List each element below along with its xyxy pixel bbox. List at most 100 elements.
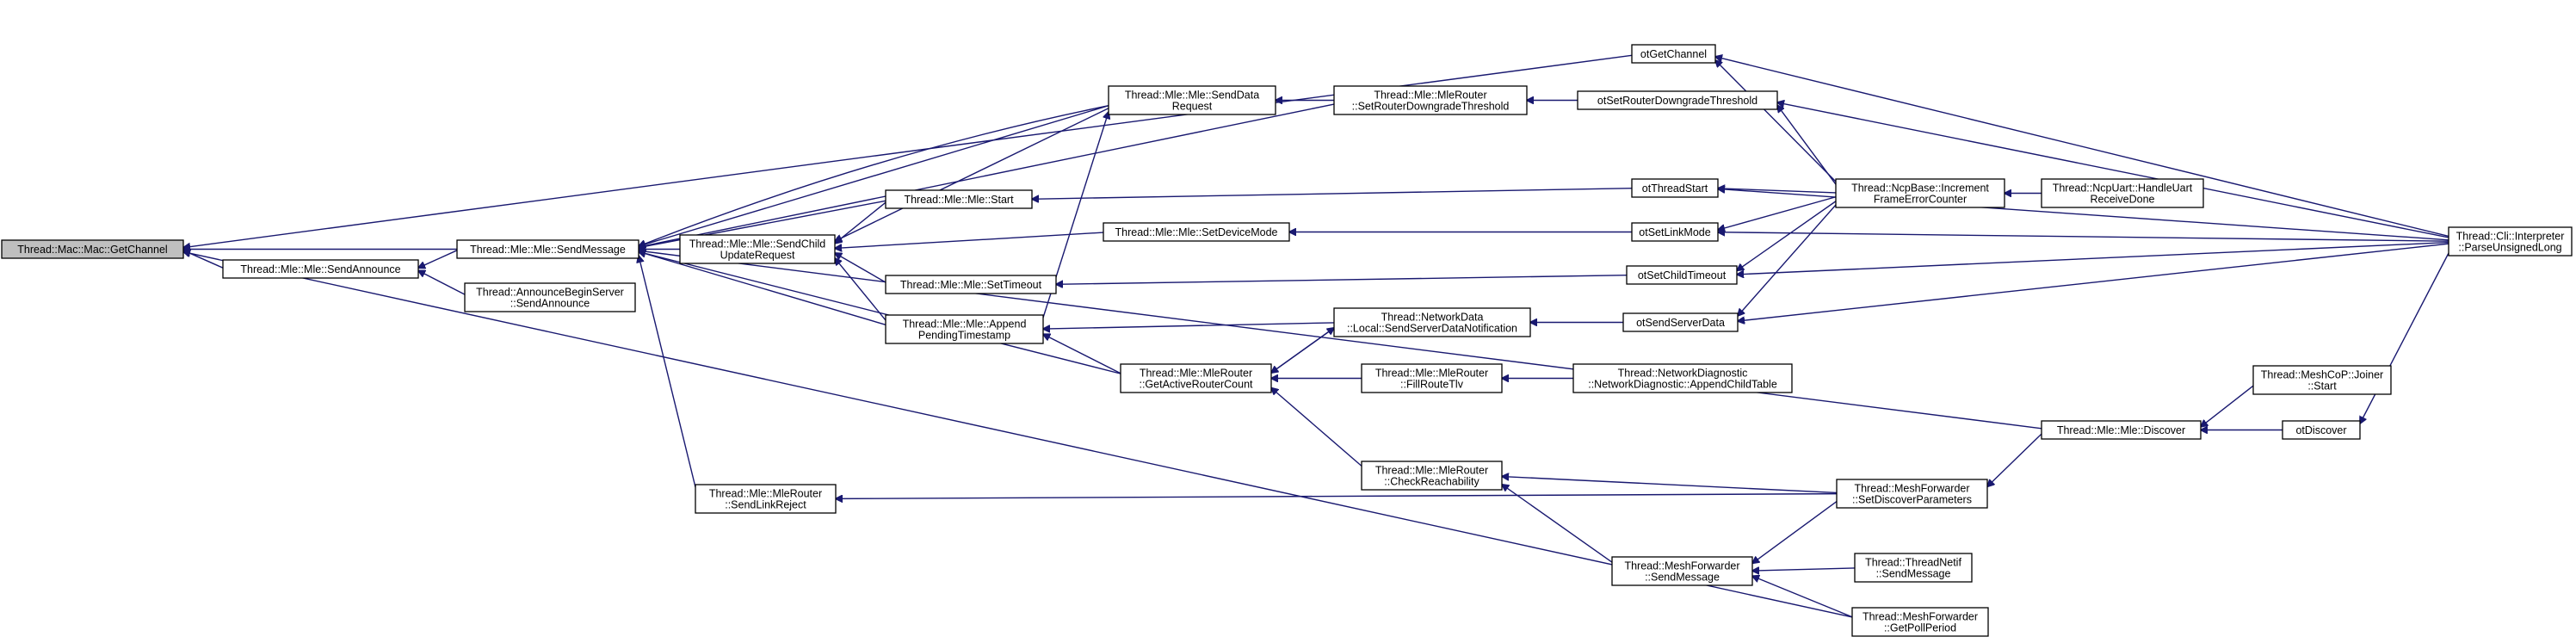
node-box — [1108, 85, 1276, 115]
edge-cli_parse-to-otsendserverdata — [1738, 243, 2449, 321]
node-settimeout[interactable]: Thread::Mle::Mle::SetTimeout — [885, 275, 1057, 294]
edge-senddatarequest-to-sendmessage — [639, 105, 1109, 246]
node-otdiscover[interactable]: otDiscover — [2282, 420, 2361, 440]
edge-mf_sendmessage-to-checkreach — [1502, 485, 1613, 563]
node-setdiscoverparams[interactable]: Thread::MeshForwarder::SetDiscoverParame… — [1836, 479, 1988, 509]
edge-sendlinkreject-to-sendmessage — [639, 256, 696, 488]
node-box — [695, 484, 837, 514]
node-sendlinkreject[interactable]: Thread::Mle::MleRouter::SendLinkReject — [695, 484, 837, 514]
node-label: Thread::MeshForwarder — [1863, 611, 1978, 623]
node-label: Thread::Mac::Mac::GetChannel — [17, 244, 167, 256]
node-mle_start[interactable]: Thread::Mle::Mle::Start — [885, 189, 1033, 209]
node-joiner_start[interactable]: Thread::MeshCoP::Joiner::Start — [2252, 365, 2392, 395]
node-label: Thread::NetworkData — [1381, 312, 1484, 324]
node-getpollperiod[interactable]: Thread::MeshForwarder::GetPollPeriod — [1851, 607, 1989, 637]
node-box — [1836, 479, 1988, 509]
node-box — [1631, 178, 1719, 198]
node-otsetchildtimeout[interactable]: otSetChildTimeout — [1626, 265, 1738, 285]
node-abs_sendannounce[interactable]: Thread::AnnounceBeginServer::SendAnnounc… — [464, 282, 636, 312]
node-label: otSetLinkMode — [1639, 226, 1710, 238]
edge-joiner_start-to-mle_discover — [2201, 385, 2254, 427]
edge-cli_parse-to-otsetrouterdowngrade — [1777, 102, 2449, 238]
edge-appendpending-to-sendmessage — [639, 251, 886, 325]
node-box — [2282, 420, 2361, 440]
node-label: FrameErrorCounter — [1874, 194, 1967, 206]
node-getchannel[interactable]: Thread::Mac::Mac::GetChannel — [1, 239, 184, 259]
node-sendmessage[interactable]: Thread::Mle::Mle::SendMessage — [456, 239, 639, 259]
node-box — [2448, 226, 2573, 257]
node-sendserverdata[interactable]: Thread::NetworkData::Local::SendServerDa… — [1333, 307, 1531, 337]
node-label: ::SendAnnounce — [510, 298, 590, 310]
node-mle_discover[interactable]: Thread::Mle::Mle::Discover — [2041, 420, 2202, 440]
node-appendchildtable[interactable]: Thread::NetworkDiagnostic::NetworkDiagno… — [1572, 363, 1793, 393]
edge-ncpincrement-to-otsetchildtimeout — [1737, 201, 1837, 271]
node-ncpincrement[interactable]: Thread::NcpBase::IncrementFrameErrorCoun… — [1835, 178, 2005, 208]
node-label: ::SendMessage — [1876, 568, 1951, 580]
node-label: Thread::Mle::Mle::SendAnnounce — [240, 263, 400, 275]
node-label: Thread::Mle::Mle::Append — [903, 318, 1027, 331]
node-label: Thread::Mle::MleRouter — [709, 488, 822, 500]
node-getactiverouter[interactable]: Thread::Mle::MleRouter::GetActiveRouterC… — [1120, 363, 1272, 393]
node-box — [679, 234, 836, 264]
node-otsendserverdata[interactable]: otSendServerData — [1622, 312, 1739, 332]
node-label: Thread::AnnounceBeginServer — [476, 287, 624, 299]
node-tn_sendmessage[interactable]: Thread::ThreadNetif::SendMessage — [1854, 553, 1973, 583]
node-otsetlinkmode[interactable]: otSetLinkMode — [1631, 222, 1719, 242]
node-box — [1631, 44, 1716, 64]
node-label: ::SetDiscoverParameters — [1852, 494, 1972, 506]
node-box — [456, 239, 639, 259]
node-layer: Thread::Mac::Mac::GetChannelThread::Mle:… — [1, 44, 2573, 637]
node-box — [1120, 363, 1272, 393]
edge-senddatarequest-to-sendchildupdate — [835, 108, 1109, 242]
node-box — [1854, 553, 1973, 583]
node-label: UpdateRequest — [720, 250, 795, 262]
node-label: Thread::Mle::Mle::SetTimeout — [900, 279, 1042, 291]
node-box — [1333, 85, 1528, 115]
node-sendannounce[interactable]: Thread::Mle::Mle::SendAnnounce — [222, 259, 419, 279]
edge-getactiverouter-to-sendserverdata — [1270, 328, 1334, 374]
node-fillroutetlv[interactable]: Thread::Mle::MleRouter::FillRouteTlv — [1361, 363, 1503, 393]
edge-cli_parse-to-otsetlinkmode — [1718, 232, 2449, 242]
node-box — [2041, 420, 2202, 440]
node-label: Thread::Mle::MleRouter — [1374, 90, 1486, 102]
node-checkreach[interactable]: Thread::Mle::MleRouter::CheckReachabilit… — [1361, 461, 1503, 491]
edge-ncpincrement-to-otsendserverdata — [1738, 204, 1837, 316]
node-label: otSendServerData — [1636, 317, 1725, 329]
edge-tn_sendmessage-to-mf_sendmessage — [1752, 568, 1856, 571]
node-box — [1835, 178, 2005, 208]
edge-getactiverouter-to-appendpending — [1043, 334, 1121, 374]
node-label: Thread::Mle::MleRouter — [1140, 368, 1252, 380]
node-setdevicemode[interactable]: Thread::Mle::Mle::SetDeviceMode — [1103, 222, 1290, 242]
node-label: Thread::MeshForwarder — [1624, 560, 1739, 572]
node-label: Thread::Mle::Mle::Start — [904, 194, 1014, 206]
edge-setdiscoverparams-to-checkreach — [1502, 477, 1838, 494]
node-otsetrouterdowngrade[interactable]: otSetRouterDowngradeThreshold — [1577, 90, 1778, 110]
node-label: ::GetPollPeriod — [1884, 622, 1956, 634]
edge-mle_discover-to-sendmessage — [639, 250, 2042, 430]
edge-sendmessage-to-sendannounce — [418, 250, 458, 268]
node-label: ::NetworkDiagnostic::AppendChildTable — [1588, 379, 1777, 391]
edge-getpollperiod-to-getchannel — [183, 252, 1853, 618]
node-setrouterdowngrade[interactable]: Thread::Mle::MleRouter::SetRouterDowngra… — [1333, 85, 1528, 115]
node-label: Thread::Mle::Mle::SetDeviceMode — [1115, 226, 1278, 238]
node-box — [2041, 178, 2204, 208]
node-box — [885, 275, 1057, 294]
node-label: ::SetRouterDowngradeThreshold — [1352, 101, 1510, 113]
node-label: ::CheckReachability — [1384, 476, 1480, 488]
node-otgetchannel[interactable]: otGetChannel — [1631, 44, 1716, 64]
node-label: ::SendLinkReject — [725, 499, 806, 511]
node-box — [1, 239, 184, 259]
node-cli_parse[interactable]: Thread::Cli::Interpreter::ParseUnsignedL… — [2448, 226, 2573, 257]
edge-setdiscoverparams-to-sendlinkreject — [836, 492, 1838, 499]
node-label: Thread::Mle::Mle::Discover — [2057, 424, 2185, 436]
node-otthreadstart[interactable]: otThreadStart — [1631, 178, 1719, 198]
node-mf_sendmessage[interactable]: Thread::MeshForwarder::SendMessage — [1611, 556, 1753, 586]
edge-otthreadstart-to-mle_start — [1032, 188, 1633, 200]
node-label: ::FillRouteTlv — [1400, 379, 1464, 391]
node-label: PendingTimestamp — [918, 330, 1010, 342]
